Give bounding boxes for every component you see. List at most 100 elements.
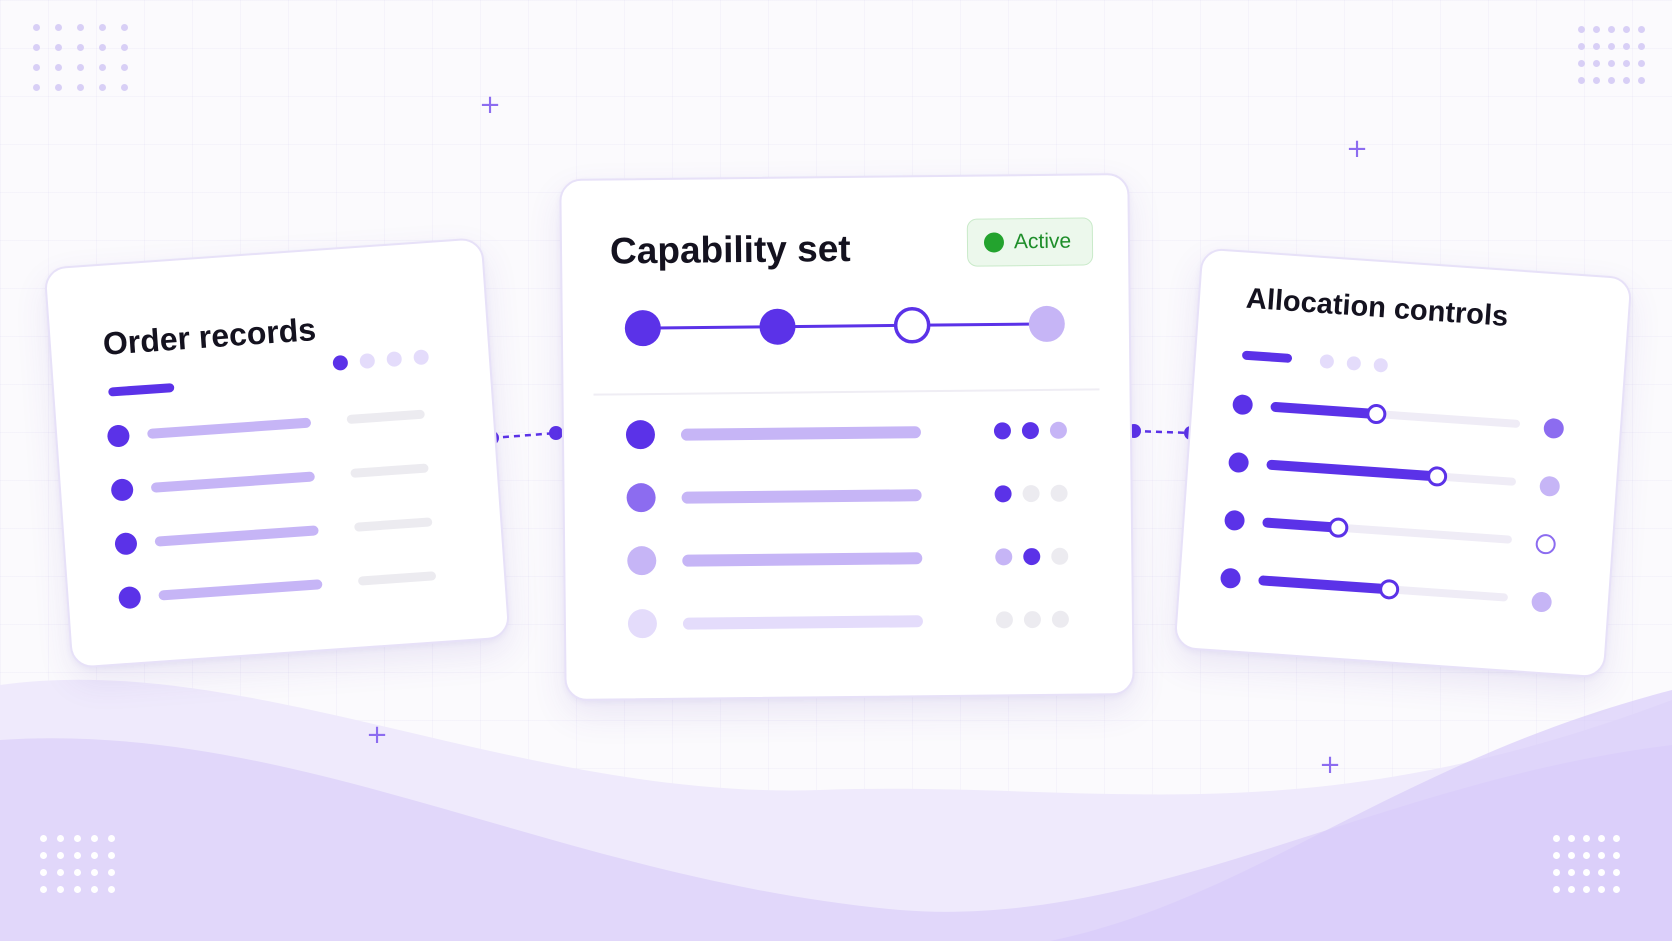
pattern-dot	[1598, 852, 1605, 859]
slider-handle[interactable]	[1365, 403, 1388, 425]
row-bullet-icon	[117, 585, 142, 610]
stepper-line	[912, 322, 1047, 327]
pattern-dot	[1608, 60, 1615, 67]
step-complete-icon[interactable]	[759, 308, 796, 345]
slider-fill	[1262, 517, 1338, 533]
row-indicator-icon	[1051, 610, 1070, 628]
step-complete-icon[interactable]	[624, 310, 661, 347]
pagination-dot-active[interactable]	[332, 354, 349, 371]
pattern-dot	[1583, 869, 1590, 876]
step-upcoming-icon[interactable]	[1028, 305, 1065, 342]
pattern-dot	[1568, 886, 1575, 893]
pattern-dot	[1623, 43, 1630, 50]
pattern-dot	[1608, 43, 1615, 50]
pattern-dot	[1553, 886, 1560, 893]
pattern-dot	[108, 852, 115, 859]
pattern-dot	[91, 869, 98, 876]
slider-row[interactable]	[1232, 392, 1593, 445]
tab-indicators[interactable]	[1241, 349, 1432, 378]
row-indicator-icon	[1023, 610, 1042, 629]
capability-set-card: Capability set Active	[559, 173, 1135, 701]
pattern-dot	[91, 852, 98, 859]
pattern-dot	[33, 44, 40, 51]
slider-row[interactable]	[1223, 508, 1584, 561]
pattern-dot	[40, 869, 47, 876]
pattern-dot	[1553, 869, 1560, 876]
card-title: Allocation controls	[1244, 282, 1510, 333]
pattern-dot	[1638, 26, 1645, 33]
tab-indicator[interactable]	[1346, 355, 1362, 371]
pattern-dot	[1598, 835, 1605, 842]
row-indicator-icon	[1050, 484, 1068, 502]
tab-indicator[interactable]	[1373, 357, 1389, 373]
pattern-dot	[1623, 26, 1630, 33]
list-item[interactable]	[110, 455, 471, 504]
row-primary-bar	[681, 489, 922, 504]
list-item[interactable]	[117, 562, 479, 611]
row-indicator-icon	[1021, 421, 1040, 440]
pattern-dot	[1583, 886, 1590, 893]
tab-indicator[interactable]	[1319, 353, 1335, 369]
pagination-dot[interactable]	[386, 351, 403, 368]
row-indicator-icon	[995, 548, 1013, 566]
row-indicator-icon	[995, 611, 1014, 629]
row-secondary-bar	[357, 571, 437, 586]
list-item[interactable]	[564, 415, 1130, 453]
pattern-dot	[1598, 869, 1605, 876]
pattern-dot	[99, 84, 106, 91]
pattern-dot	[1593, 26, 1600, 33]
slider-end-indicator-icon	[1539, 475, 1561, 497]
pattern-dot	[55, 84, 62, 91]
pattern-dot	[1613, 852, 1620, 859]
row-indicator-icon	[993, 422, 1012, 440]
pagination-dots[interactable]	[332, 348, 443, 374]
slider-row[interactable]	[1227, 450, 1589, 503]
pagination-dot[interactable]	[359, 352, 376, 369]
pattern-dot	[108, 869, 115, 876]
pattern-dot	[1638, 77, 1645, 84]
tab-active-indicator[interactable]	[1241, 350, 1293, 363]
slider-row[interactable]	[1219, 566, 1580, 619]
pattern-dot	[108, 835, 115, 842]
row-primary-bar	[147, 417, 312, 439]
row-bullet-icon	[626, 483, 656, 513]
pattern-dot	[33, 84, 40, 91]
title-underline	[108, 383, 175, 397]
dot-pattern-bottom-left	[40, 835, 115, 893]
step-current-icon[interactable]	[893, 307, 931, 344]
list-item[interactable]	[564, 478, 1130, 516]
pattern-dot	[1613, 869, 1620, 876]
pattern-dot	[57, 869, 64, 876]
pattern-dot	[77, 84, 84, 91]
pattern-dot	[1553, 835, 1560, 842]
slider-bullet-icon	[1223, 509, 1246, 532]
dot-pattern-top-right	[1578, 26, 1645, 84]
pattern-dot	[1568, 852, 1575, 859]
slider-handle[interactable]	[1378, 578, 1400, 601]
pattern-dot	[1613, 886, 1620, 893]
pattern-dot	[1593, 77, 1600, 84]
pattern-dot	[1638, 60, 1645, 67]
pattern-dot	[57, 852, 64, 859]
slider-handle[interactable]	[1426, 465, 1448, 488]
slider-fill	[1270, 401, 1376, 419]
progress-stepper[interactable]	[561, 175, 1129, 381]
slider-end-indicator-icon	[1535, 533, 1557, 555]
dot-pattern-top-left	[33, 24, 128, 91]
pattern-dot	[1553, 852, 1560, 859]
row-primary-bar	[150, 471, 316, 493]
row-indicator-icon	[1023, 547, 1041, 566]
list-item[interactable]	[106, 401, 468, 450]
stepper-line	[777, 323, 913, 329]
pattern-dot	[57, 835, 64, 842]
capability-list	[564, 395, 1133, 691]
list-item[interactable]	[566, 604, 1132, 642]
list-item[interactable]	[114, 508, 475, 557]
slider-handle[interactable]	[1327, 516, 1350, 539]
pattern-dot	[1593, 60, 1600, 67]
slider-bullet-icon	[1232, 394, 1254, 416]
pattern-dot	[91, 886, 98, 893]
list-item[interactable]	[565, 541, 1131, 579]
pagination-dot[interactable]	[413, 349, 430, 366]
